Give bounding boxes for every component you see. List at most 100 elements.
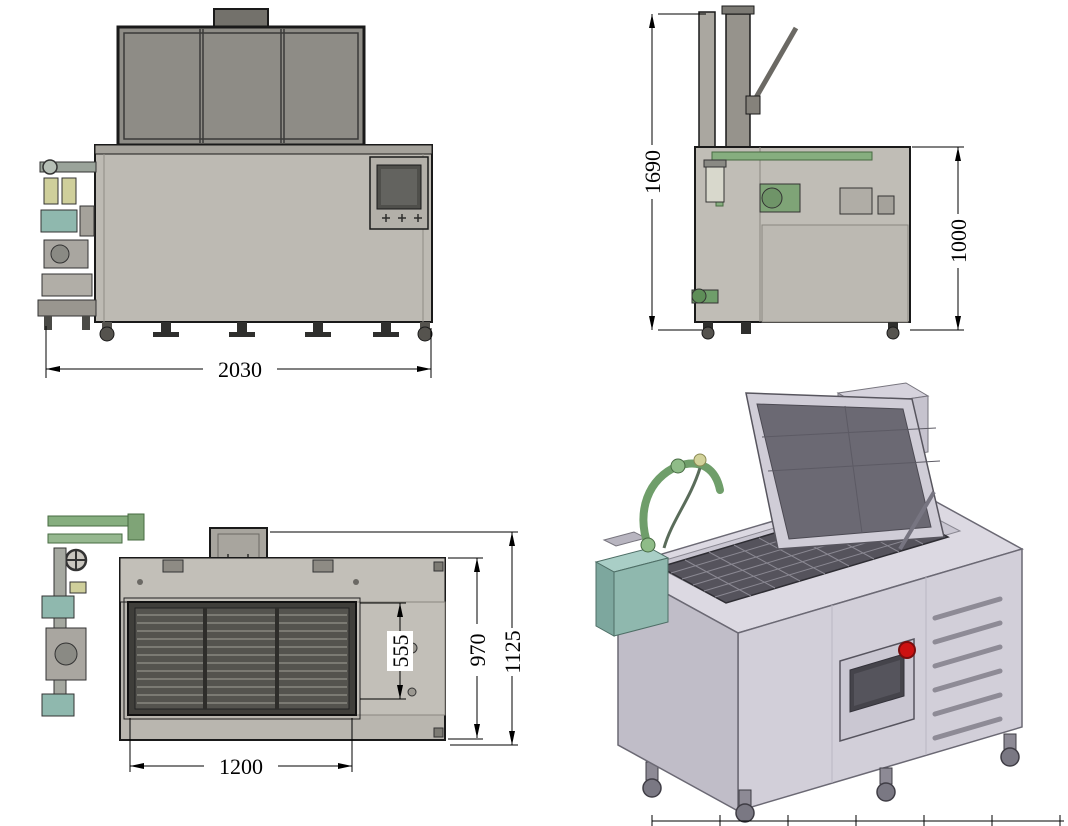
- basket-grid: [137, 614, 347, 704]
- dim-basket-width: 1200: [129, 718, 353, 779]
- label-mask: [204, 753, 278, 778]
- drain-valve-wheel: [691, 288, 707, 304]
- caster-wheel: [876, 782, 896, 802]
- electrical-box: [839, 187, 873, 215]
- small-box: [877, 195, 895, 215]
- foot: [703, 322, 713, 330]
- teal-reservoir: [40, 209, 78, 233]
- caster-wheel: [1000, 747, 1020, 767]
- dim-side-height: 1690: [639, 13, 706, 331]
- label-mask: [464, 624, 490, 676]
- side-view: 1690 1000: [639, 5, 971, 340]
- strut-bracket: [745, 95, 761, 115]
- lid-strut: [747, 26, 799, 110]
- teal-reservoir: [41, 595, 75, 619]
- pipe-elbow: [670, 458, 686, 474]
- caster-wheel: [99, 326, 115, 342]
- iso-casters: [735, 733, 1020, 823]
- lid-inner-frame: [123, 32, 359, 140]
- label-mask: [639, 145, 665, 199]
- valve-wheel: [42, 159, 58, 175]
- foot: [237, 322, 247, 332]
- label-mask: [499, 628, 525, 676]
- touchscreen-inner: [381, 169, 417, 205]
- dim-basket-depth-label: 555: [388, 635, 413, 668]
- foot: [888, 322, 898, 330]
- lid-top-cap: [721, 5, 755, 15]
- opening-rim: [123, 597, 361, 720]
- pipe-union: [693, 453, 707, 467]
- control-panel-front: [369, 156, 429, 230]
- front-face-seams: [831, 577, 927, 783]
- teal-tank-front: [613, 557, 669, 637]
- leg: [82, 316, 90, 330]
- iso-filter-unit: [594, 453, 724, 637]
- side-feet: [701, 322, 900, 340]
- pipe-elbow: [127, 513, 145, 541]
- caster-stem: [420, 322, 430, 330]
- dim-tank-height-label: 1000: [946, 219, 971, 263]
- iso-control-panel: [839, 637, 916, 743]
- filter-cartridge: [43, 177, 59, 205]
- lid-seams: [761, 405, 941, 534]
- label-mask: [945, 214, 971, 268]
- pipe-elbow: [640, 537, 656, 553]
- hinge-block: [312, 559, 334, 573]
- basket-dividers: [203, 608, 279, 709]
- pump-motor: [54, 642, 78, 666]
- dim-side-height-label: 1690: [640, 150, 665, 194]
- extension-lines: [658, 13, 706, 331]
- bottom-ruler: [651, 815, 1064, 826]
- dim-front-width-label: 2030: [218, 357, 262, 382]
- emergency-stop-button: [898, 641, 916, 659]
- label-mask: [387, 631, 413, 671]
- regulator-cap: [703, 159, 727, 168]
- hinge-block: [162, 559, 184, 573]
- foot-pad: [373, 332, 399, 337]
- foot-pad: [229, 332, 255, 337]
- body-top-strip: [94, 144, 433, 155]
- base-plate: [37, 299, 97, 317]
- foot-pad: [153, 332, 179, 337]
- green-pipe: [711, 151, 873, 161]
- air-regulator: [705, 165, 725, 203]
- lid-panel-seams: [199, 29, 285, 143]
- caster-stem: [102, 322, 112, 330]
- corner-fitting: [433, 727, 444, 738]
- pump-head: [761, 187, 783, 209]
- caster-wheel: [886, 326, 900, 340]
- dim-overall-depth-label: 1125: [500, 630, 525, 673]
- basket-frame: [134, 607, 350, 710]
- foot: [313, 322, 323, 332]
- filter-cartridge: [61, 177, 77, 205]
- foot: [161, 322, 171, 332]
- screw: [353, 579, 359, 585]
- pump-motor: [50, 244, 70, 264]
- dim-body-depth-label: 970: [465, 634, 490, 667]
- leg: [44, 316, 52, 330]
- lower-box: [41, 273, 93, 297]
- tank-section: [761, 224, 909, 323]
- caster-wheel: [417, 326, 433, 342]
- basket-opening: [123, 597, 361, 720]
- front-view: 2030: [37, 8, 433, 382]
- caster-stem: [879, 767, 893, 785]
- lid-inner-face: [756, 403, 932, 540]
- dim-basket-depth: 555: [360, 602, 413, 700]
- foot: [381, 322, 391, 332]
- lid-support-rod: [898, 490, 936, 551]
- drain-port: [407, 687, 417, 697]
- machine-lid: [116, 25, 366, 147]
- dim-overall-depth: 1125: [270, 531, 525, 746]
- extension-lines: [270, 531, 518, 746]
- lid-frame: [725, 13, 751, 148]
- unit-cap: [602, 531, 648, 547]
- support-column: [79, 205, 95, 237]
- panel-buttons: [382, 214, 422, 222]
- caster-wheel: [701, 326, 715, 340]
- pump-filter-assembly-front: [37, 159, 97, 330]
- panel-screen-inner: [854, 660, 900, 706]
- dim-tank-height: 1000: [910, 146, 971, 331]
- teal-reservoir: [41, 693, 75, 717]
